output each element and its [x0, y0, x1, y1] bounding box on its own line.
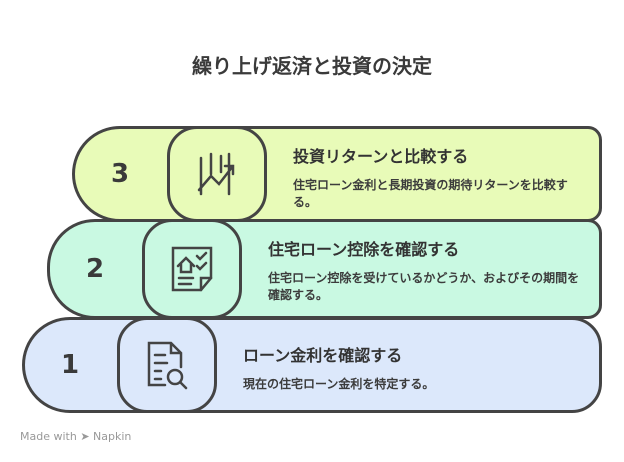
step-number: 1	[60, 350, 80, 380]
made-with-label: Made with	[20, 430, 77, 443]
step-number: 2	[85, 254, 105, 284]
step-heading: 住宅ローン控除を確認する	[268, 240, 460, 259]
step-description: 住宅ローン金利と長期投資の期待リターンを比較する。	[293, 178, 568, 209]
step-heading: ローン金利を確認する	[243, 346, 403, 365]
document-search-icon	[147, 341, 188, 390]
icon-column	[142, 219, 242, 319]
step-description: 住宅ローン控除を受けているかどうか、およびその期間を確認する。	[268, 271, 580, 302]
step-1: 1 ローン金利を確認する 現在の住宅ローン金利を特定する。	[22, 317, 602, 413]
napkin-logo-icon: ➤	[80, 430, 90, 443]
brand-label: Napkin	[93, 430, 132, 443]
step-number: 3	[110, 159, 130, 189]
step-heading: 投資リターンと比較する	[293, 147, 469, 166]
diagram-title: 繰り上げ返済と投資の決定	[192, 54, 432, 78]
step-2: 2 住宅ローン控除を確認する 住宅ローン控除を受けているかどうか、およびその期間…	[47, 219, 602, 319]
growth-chart-icon	[197, 152, 235, 196]
icon-column	[117, 317, 217, 413]
step-description: 現在の住宅ローン金利を特定する。	[243, 377, 435, 391]
step-3: 3 投資リターンと比較する 住宅ローン金利と長期投資の期待リターンを比較する。	[72, 126, 602, 222]
house-checklist-icon	[171, 246, 213, 292]
icon-column	[167, 126, 267, 222]
napkin-watermark: Made with ➤ Napkin	[20, 430, 131, 443]
